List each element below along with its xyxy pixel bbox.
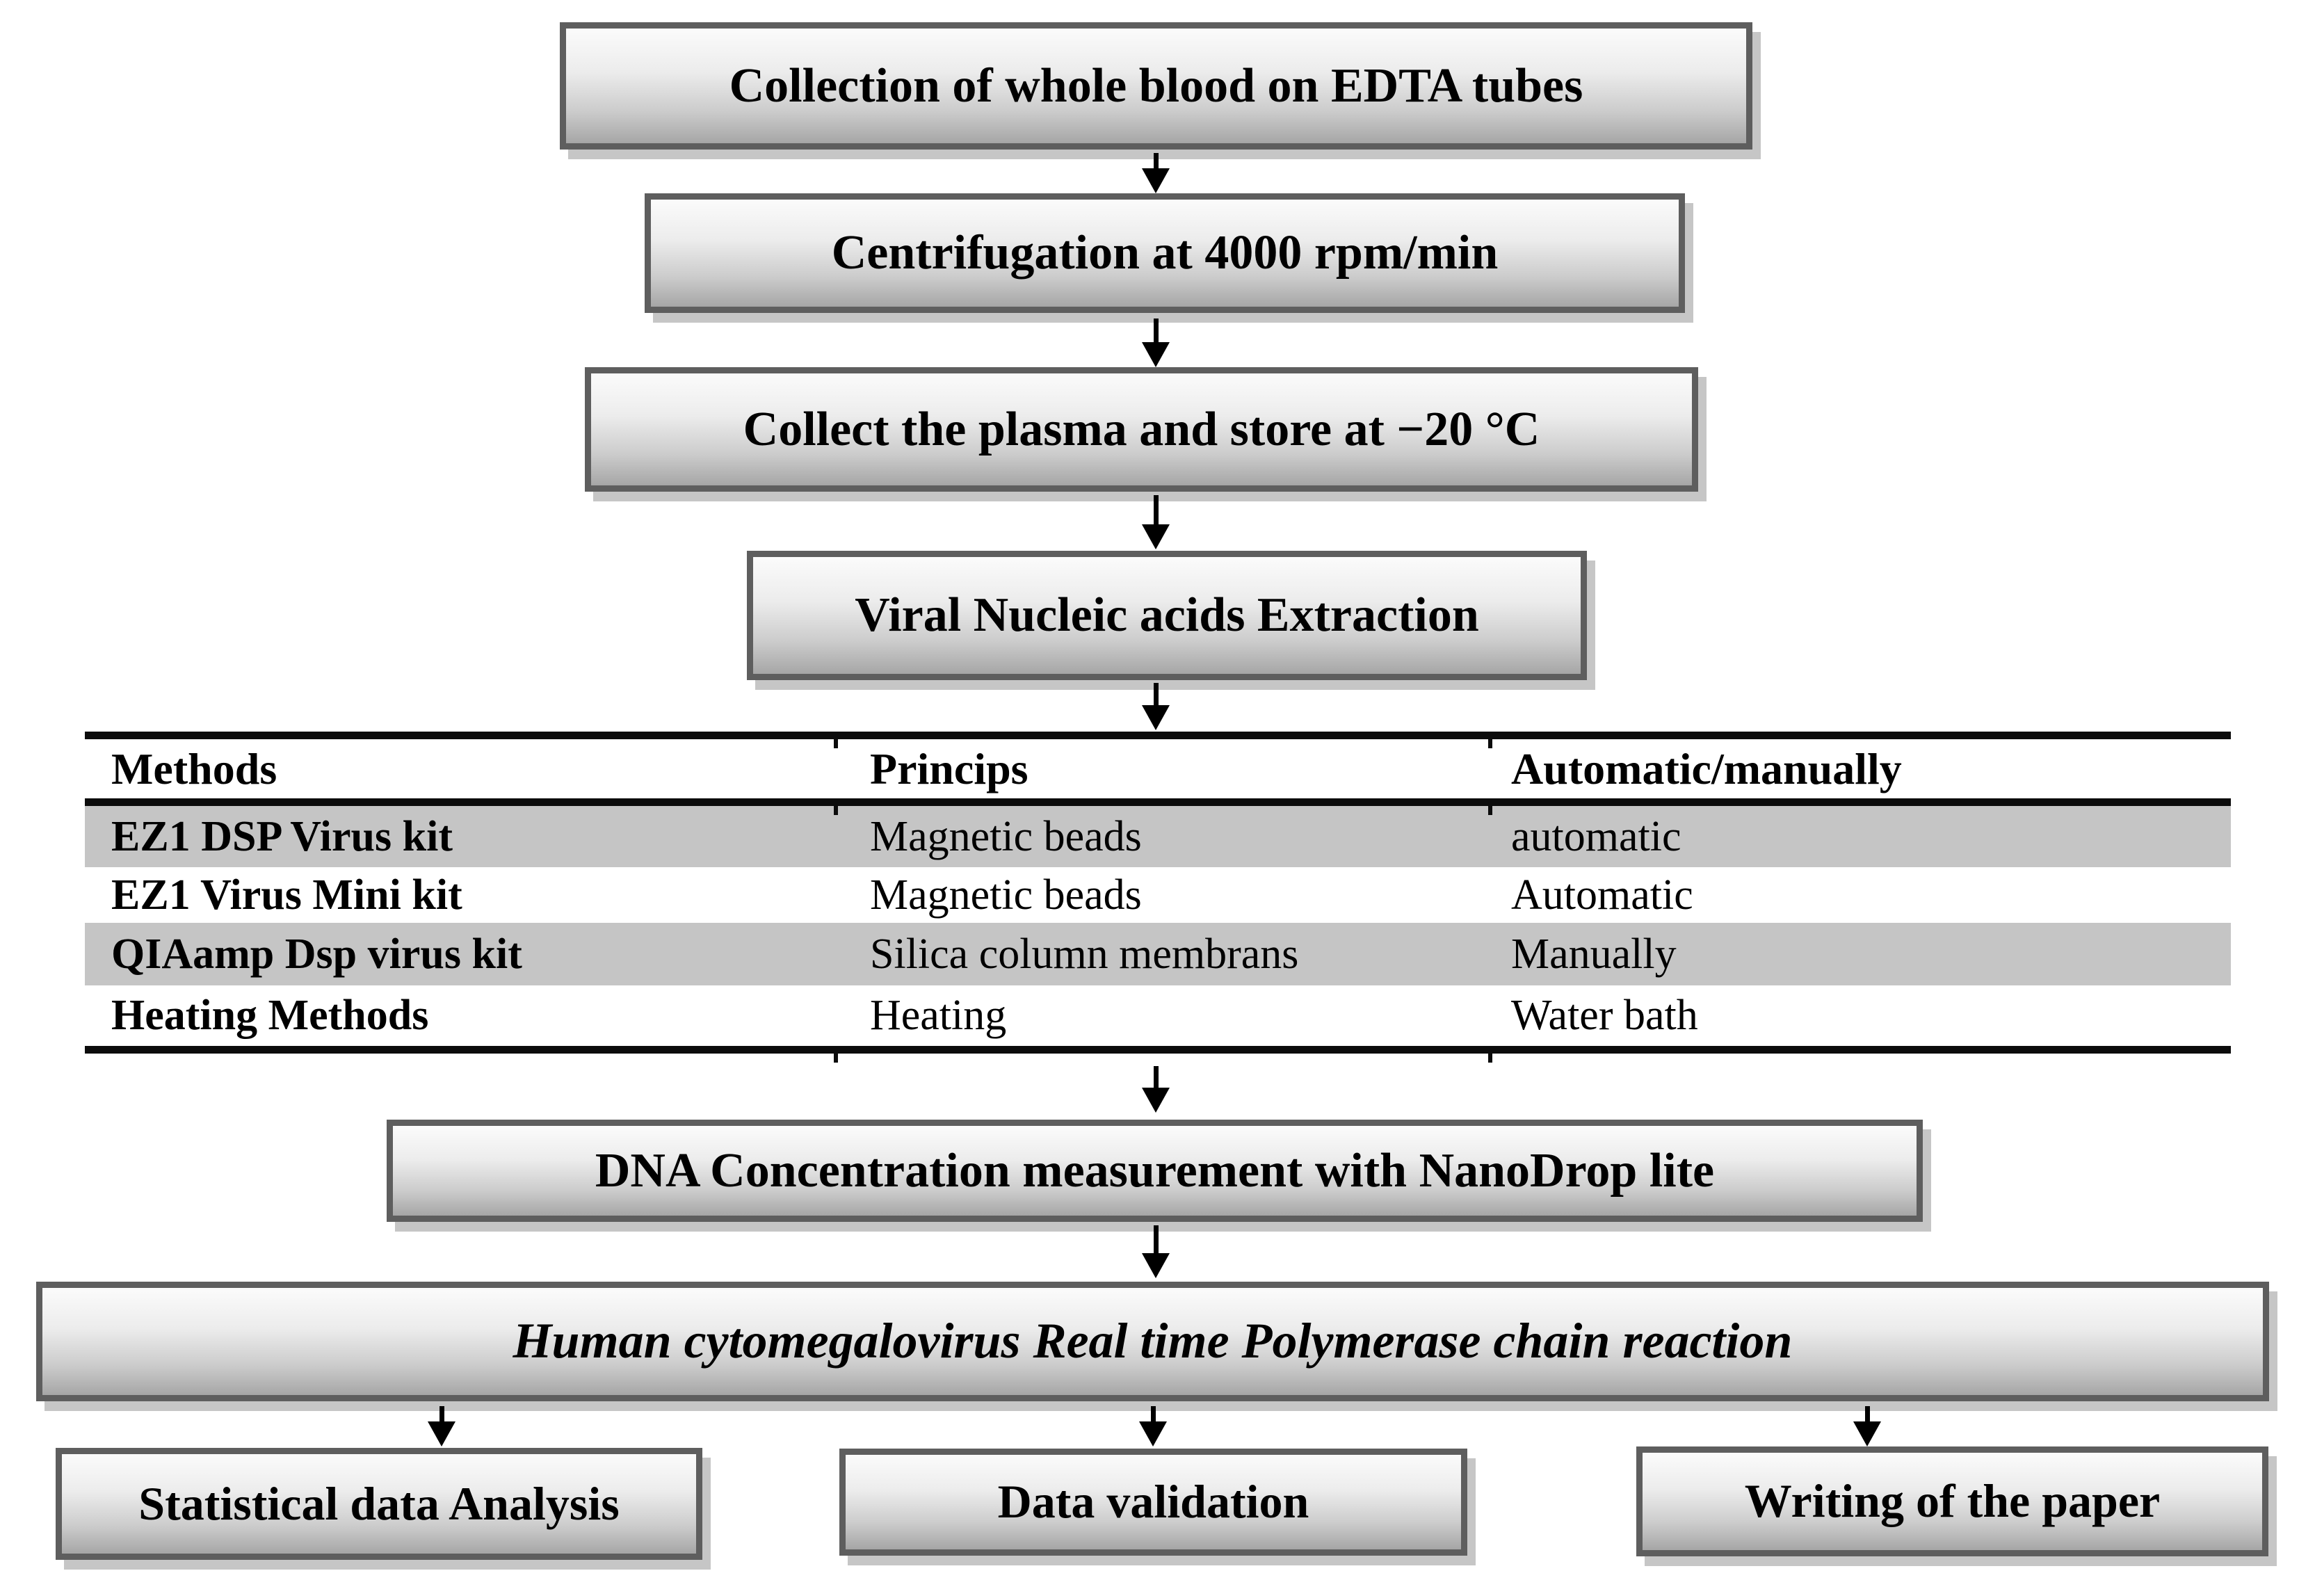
arrow-down-icon (1142, 1066, 1170, 1113)
step-box-centrifugation: Centrifugation at 4000 rpm/min (645, 193, 1685, 313)
outcome-box-paper-writing: Writing of the paper (1636, 1446, 2268, 1556)
princip-cell: Silica column membrans (870, 930, 1299, 978)
method-cell: EZ1 DSP Virus kit (111, 812, 453, 860)
step-label: Collect the plasma and store at −20 °C (743, 402, 1540, 456)
table-row: EZ1 DSP Virus kit Magnetic beads automat… (85, 806, 2231, 867)
step-box-nucleic-extraction: Viral Nucleic acids Extraction (747, 551, 1587, 680)
step-box-dna-concentration: DNA Concentration measurement with NanoD… (387, 1120, 1923, 1222)
column-header-princips: Princips (870, 743, 1028, 793)
arrow-down-icon (1142, 319, 1170, 367)
step-label: DNA Concentration measurement with NanoD… (595, 1143, 1715, 1198)
arrow-down-icon (1142, 495, 1170, 549)
method-cell: Heating Methods (111, 992, 429, 1039)
mode-cell: Manually (1511, 930, 1677, 978)
mode-cell: automatic (1511, 812, 1681, 860)
extraction-methods-table: Methods Princips Automatic/manually EZ1 … (85, 732, 2231, 1063)
arrow-down-icon (1139, 1406, 1167, 1446)
arrow-down-icon (428, 1406, 455, 1446)
column-header-mode: Automatic/manually (1511, 743, 1902, 793)
arrow-down-icon (1142, 153, 1170, 193)
method-cell: EZ1 Virus Mini kit (111, 871, 462, 919)
outcome-box-statistical-analysis: Statistical data Analysis (56, 1448, 702, 1560)
outcome-label: Data validation (997, 1475, 1309, 1529)
step-label: Centrifugation at 4000 rpm/min (831, 226, 1499, 280)
table-bottom-rule (85, 1046, 2231, 1054)
table-header-row: Methods Princips Automatic/manually (85, 739, 2231, 798)
step-label: Human cytomegalovirus Real time Polymera… (513, 1313, 1793, 1369)
princip-cell: Magnetic beads (870, 812, 1142, 860)
outcome-label: Statistical data Analysis (138, 1476, 620, 1530)
arrow-down-icon (1853, 1406, 1881, 1446)
step-label: Collection of whole blood on EDTA tubes (729, 58, 1583, 113)
method-cell: QIAamp Dsp virus kit (111, 930, 522, 978)
table-header-rule (85, 798, 2231, 806)
column-tick (834, 739, 838, 748)
table-row: EZ1 Virus Mini kit Magnetic beads Automa… (85, 867, 2231, 923)
table-row: Heating Methods Heating Water bath (85, 985, 2231, 1046)
step-box-blood-collection: Collection of whole blood on EDTA tubes (560, 22, 1752, 150)
column-tick (1488, 806, 1492, 815)
outcome-box-data-validation: Data validation (839, 1449, 1467, 1556)
princip-cell: Magnetic beads (870, 871, 1142, 919)
arrow-down-icon (1142, 683, 1170, 730)
mode-cell: Water bath (1511, 992, 1698, 1039)
outcome-label: Writing of the paper (1744, 1474, 2161, 1528)
arrow-down-icon (1142, 1225, 1170, 1278)
princip-cell: Heating (870, 992, 1007, 1039)
table-top-rule (85, 732, 2231, 739)
column-tick (1488, 1054, 1492, 1063)
step-box-hcmv-pcr: Human cytomegalovirus Real time Polymera… (36, 1282, 2269, 1401)
column-tick (834, 806, 838, 815)
column-tick (1488, 739, 1492, 748)
step-label: Viral Nucleic acids Extraction (855, 588, 1479, 643)
column-tick (834, 1054, 838, 1063)
mode-cell: Automatic (1511, 871, 1693, 919)
table-row: QIAamp Dsp virus kit Silica column membr… (85, 923, 2231, 985)
column-header-methods: Methods (111, 743, 277, 793)
step-box-plasma-storage: Collect the plasma and store at −20 °C (585, 367, 1698, 492)
